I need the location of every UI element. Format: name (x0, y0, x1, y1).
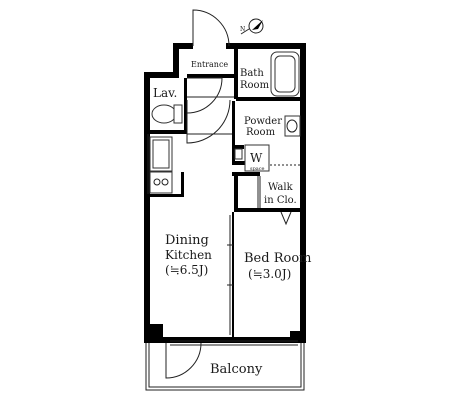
washer-label: W (250, 151, 263, 165)
lav-door (186, 77, 223, 114)
washer-sublabel: space (250, 166, 265, 172)
partitions (147, 96, 302, 335)
room-label-powder-2: Room (246, 127, 276, 138)
balcony-door (165, 342, 202, 379)
room-label-dining-1: Dining (165, 233, 209, 248)
compass-label: N (240, 26, 245, 33)
hall-door (186, 99, 231, 144)
room-label-lav: Lav. (153, 86, 177, 100)
room-label-bedroom-area: (≒3.0J) (248, 267, 291, 281)
room-label-walkin-1: Walk (268, 182, 294, 193)
room-label-entrance: Entrance (191, 60, 228, 69)
entrance-door (192, 9, 230, 47)
fixtures (149, 51, 301, 194)
room-label-powder-1: Powder (244, 116, 282, 127)
room-label-dining-area: (≒6.5J) (165, 263, 208, 277)
room-label-dining-2: Kitchen (165, 248, 212, 262)
room-label-walkin-2: in Clo. (264, 195, 297, 206)
room-label-bath-2: Room (240, 80, 270, 91)
room-label-bedroom: Bed Room (244, 251, 311, 266)
north-arrow-icon (252, 20, 263, 30)
interior-walls (148, 47, 302, 338)
washer-space (244, 144, 270, 172)
kitchen-stove (149, 171, 173, 194)
doors (165, 9, 298, 379)
toilet (151, 104, 177, 124)
exterior-walls (144, 43, 306, 343)
room-label-bath-1: Bath (240, 68, 264, 79)
room-label-balcony: Balcony (210, 362, 263, 377)
compass: N (240, 18, 264, 35)
